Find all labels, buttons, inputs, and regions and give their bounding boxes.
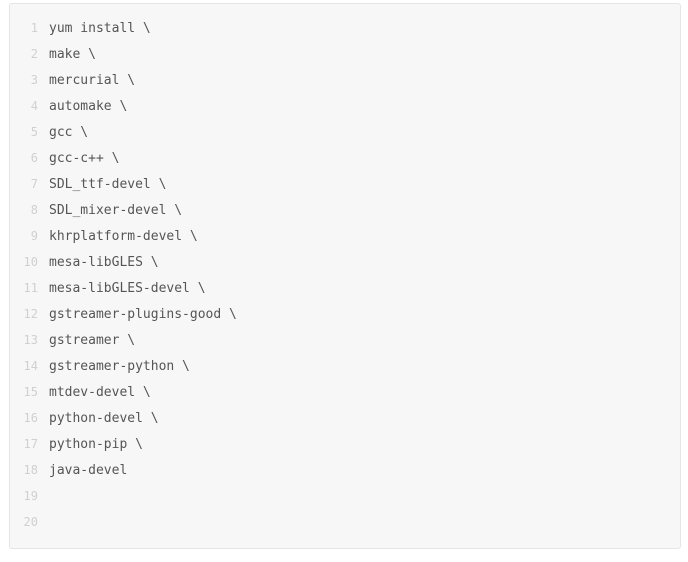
code-text: python-pip \ bbox=[49, 436, 143, 452]
line-number: 15 bbox=[23, 385, 38, 399]
code-text: gstreamer-python \ bbox=[49, 358, 190, 374]
code-line: 7 SDL_ttf-devel \ bbox=[10, 171, 680, 197]
code-text: python-devel \ bbox=[49, 410, 159, 426]
code-block: 1 yum install \ 2 make \ 3 mercurial \ 4 automa… bbox=[9, 3, 681, 549]
code-line: 8 SDL_mixer-devel \ bbox=[10, 197, 680, 223]
line-number: 3 bbox=[30, 73, 38, 87]
line-number: 16 bbox=[23, 411, 38, 425]
line-number: 20 bbox=[23, 515, 38, 529]
code-text: make \ bbox=[49, 46, 96, 62]
line-number: 18 bbox=[23, 463, 38, 477]
line-number: 7 bbox=[30, 177, 38, 191]
line-number: 12 bbox=[23, 307, 38, 321]
code-text: SDL_mixer-devel \ bbox=[49, 202, 183, 218]
code-text: gstreamer-plugins-good \ bbox=[49, 306, 237, 322]
code-line: 6 gcc-c++ \ bbox=[10, 145, 680, 171]
code-line: 12 gstreamer-plugins-good \ bbox=[10, 301, 680, 327]
code-table: 1 yum install \ 2 make \ 3 mercurial \ 4 automa… bbox=[10, 15, 680, 535]
line-number: 6 bbox=[30, 151, 38, 165]
code-line: 3 mercurial \ bbox=[10, 67, 680, 93]
code-line: 9 khrplatform-devel \ bbox=[10, 223, 680, 249]
code-text: mercurial \ bbox=[49, 72, 136, 88]
code-line: 18 java-devel bbox=[10, 457, 680, 483]
code-text: gcc-c++ \ bbox=[49, 150, 120, 166]
code-line: 5 gcc \ bbox=[10, 119, 680, 145]
code-line: 14 gstreamer-python \ bbox=[10, 353, 680, 379]
code-text: java-devel bbox=[49, 462, 128, 478]
code-line: 10 mesa-libGLES \ bbox=[10, 249, 680, 275]
line-number: 19 bbox=[23, 489, 38, 503]
line-number: 8 bbox=[30, 203, 38, 217]
code-line: 4 automake \ bbox=[10, 93, 680, 119]
code-text bbox=[38, 509, 680, 535]
code-text: yum install \ bbox=[49, 20, 151, 36]
code-line: 15 mtdev-devel \ bbox=[10, 379, 680, 405]
code-text: gcc \ bbox=[49, 124, 89, 140]
code-text: automake \ bbox=[49, 98, 128, 114]
code-line: 20 bbox=[10, 509, 680, 535]
line-number: 14 bbox=[23, 359, 38, 373]
code-line: 19 bbox=[10, 483, 680, 509]
line-number: 5 bbox=[30, 125, 38, 139]
code-line: 2 make \ bbox=[10, 41, 680, 67]
code-text: SDL_ttf-devel \ bbox=[49, 176, 167, 192]
line-number: 9 bbox=[30, 229, 38, 243]
code-text bbox=[38, 483, 680, 509]
code-text: mesa-libGLES-devel \ bbox=[49, 280, 206, 296]
line-number: 17 bbox=[23, 437, 38, 451]
code-text: gstreamer \ bbox=[49, 332, 136, 348]
code-text: mesa-libGLES \ bbox=[49, 254, 159, 270]
line-number: 1 bbox=[30, 21, 38, 35]
code-line: 17 python-pip \ bbox=[10, 431, 680, 457]
code-line: 1 yum install \ bbox=[10, 15, 680, 41]
code-line: 16 python-devel \ bbox=[10, 405, 680, 431]
line-number: 10 bbox=[23, 255, 38, 269]
line-number: 11 bbox=[23, 281, 38, 295]
line-number: 13 bbox=[23, 333, 38, 347]
code-line: 13 gstreamer \ bbox=[10, 327, 680, 353]
line-number: 4 bbox=[30, 99, 38, 113]
line-number: 2 bbox=[30, 47, 38, 61]
code-text: mtdev-devel \ bbox=[49, 384, 151, 400]
code-line: 11 mesa-libGLES-devel \ bbox=[10, 275, 680, 301]
code-text: khrplatform-devel \ bbox=[49, 228, 198, 244]
code-lines: 1 yum install \ 2 make \ 3 mercurial \ 4 automa… bbox=[10, 15, 680, 535]
